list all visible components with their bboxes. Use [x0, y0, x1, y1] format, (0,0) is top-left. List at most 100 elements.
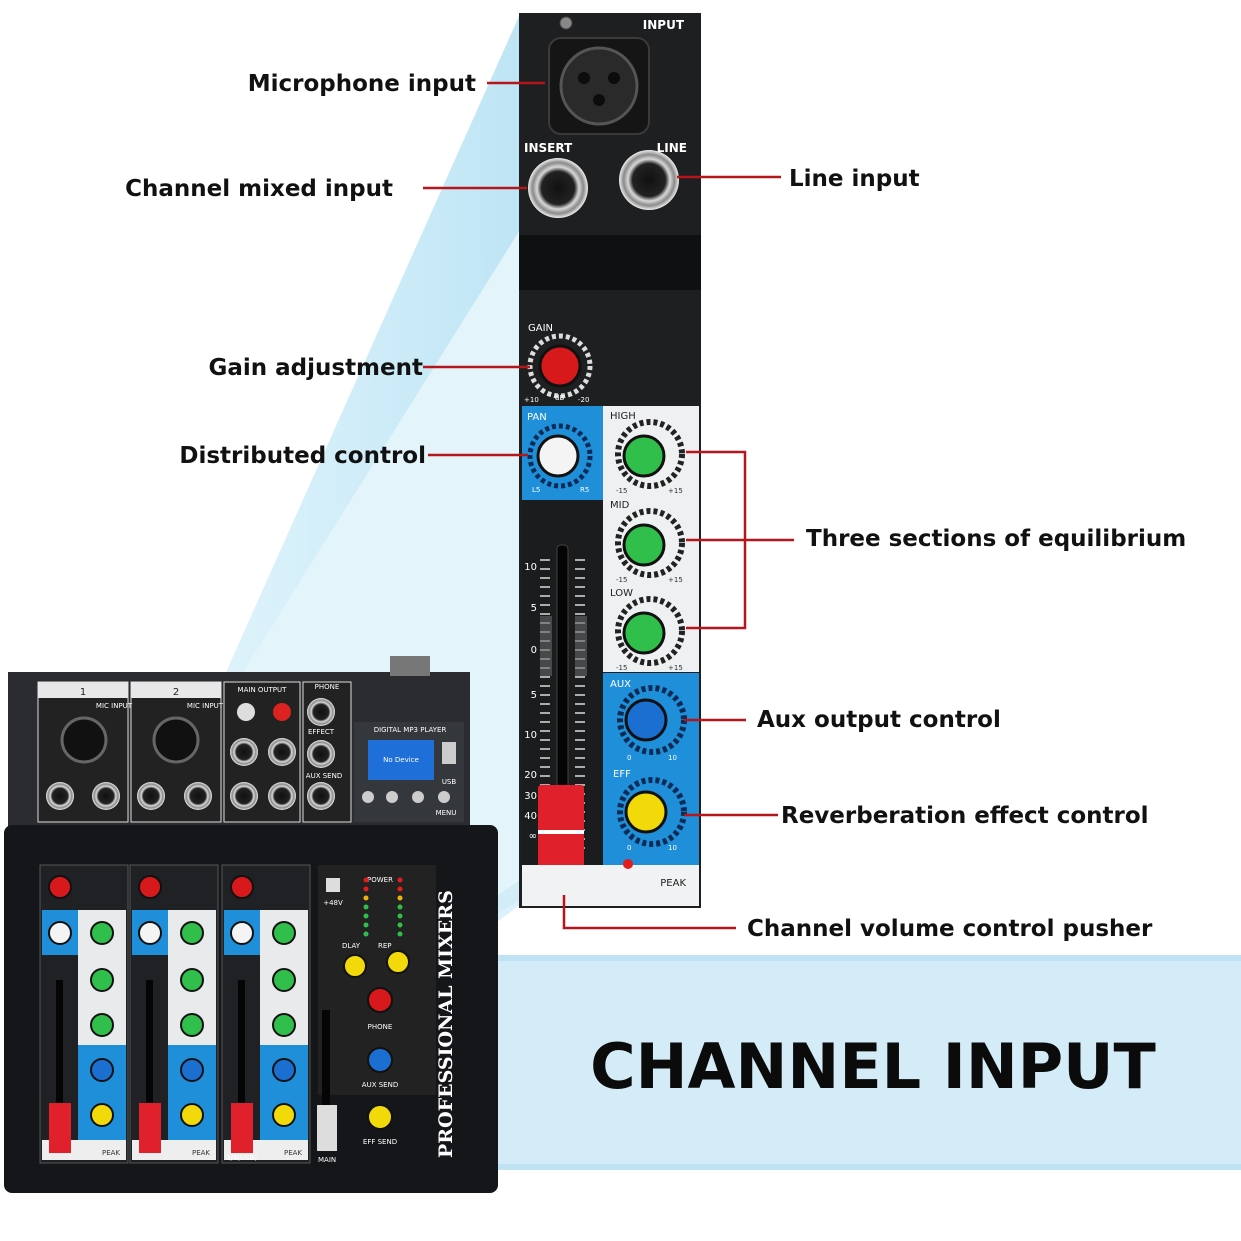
- eff-min: 0: [627, 844, 631, 852]
- mini-eff-knob[interactable]: [180, 1103, 204, 1127]
- mini-fader-cap[interactable]: [231, 1103, 253, 1153]
- callout-microphone-input: Microphone input: [248, 71, 476, 97]
- meter-led: [397, 904, 403, 910]
- eq-low-label: LOW: [610, 588, 633, 599]
- mini-gain-knob[interactable]: [230, 875, 254, 899]
- callout-volume-pusher: Channel volume control pusher: [747, 916, 1153, 942]
- mixer-ch1-mic: MIC INPUT: [96, 702, 133, 710]
- mini-eq-knob[interactable]: [272, 921, 296, 945]
- aux-max: 10: [668, 754, 677, 762]
- fader-scale-label: 20: [524, 770, 537, 781]
- fader-scale-label: 30: [524, 791, 537, 802]
- gain-max-label: -20: [578, 396, 589, 404]
- mixer-meter-leds: [363, 877, 403, 937]
- mini-pan-knob[interactable]: [230, 921, 254, 945]
- mini-eq-knob[interactable]: [180, 968, 204, 992]
- pan-l-label: L5: [532, 486, 540, 494]
- mini-eq-knob[interactable]: [272, 1013, 296, 1037]
- fader-scale-label: 10: [524, 730, 537, 741]
- mini-gain-knob[interactable]: [48, 875, 72, 899]
- mixer-aux-send-knob: AUX SEND: [362, 1081, 398, 1089]
- xlr-microphone-input[interactable]: [548, 37, 650, 135]
- mini-strip: PEAK: [39, 864, 129, 1164]
- peak-section: [522, 865, 699, 906]
- gain-min-label: +10: [524, 396, 539, 404]
- eq-high-label: HIGH: [610, 411, 636, 422]
- leader-lines: [423, 81, 794, 930]
- mixer-phone: PHONE: [315, 683, 340, 691]
- meter-led: [363, 922, 369, 928]
- callout-reverb-effect: Reverberation effect control: [781, 803, 1149, 829]
- strip-line-label: LINE: [657, 141, 687, 155]
- eff-max: 10: [668, 844, 677, 852]
- mini-eq-knob[interactable]: [180, 921, 204, 945]
- leader-fader: [562, 895, 736, 930]
- mini-gain-knob[interactable]: [138, 875, 162, 899]
- meter-led: [397, 877, 403, 883]
- callout-channel-mixed-input: Channel mixed input: [125, 176, 393, 202]
- pan-knob[interactable]: [536, 434, 580, 478]
- mixer-main-output: MAIN OUTPUT: [238, 686, 288, 694]
- fader-scale-label: 40: [524, 811, 537, 822]
- peak-led: [623, 859, 633, 869]
- line-jack[interactable]: [619, 150, 679, 210]
- meter-led: [363, 931, 369, 937]
- mini-peak-label: PEAK: [192, 1149, 210, 1157]
- mixer-main-label: MAIN: [318, 1156, 336, 1164]
- meter-led: [363, 904, 369, 910]
- mixer-usb: USB: [442, 778, 457, 786]
- mini-ch34-label: 3/4(USB): [226, 1154, 257, 1162]
- callout-aux-output: Aux output control: [757, 707, 1001, 733]
- mini-eq-knob[interactable]: [90, 1013, 114, 1037]
- mixer-brand: PROFESSIONAL MIXERS: [435, 890, 457, 1158]
- eq-mid-knob[interactable]: [622, 523, 666, 567]
- mixer-phone-knob: PHONE: [368, 1023, 393, 1031]
- mini-aux-knob[interactable]: [180, 1058, 204, 1082]
- meter-led: [363, 886, 369, 892]
- mixer-ch1-label: 1: [80, 687, 86, 698]
- mini-eff-knob[interactable]: [90, 1103, 114, 1127]
- fader-scale-label: 0: [531, 645, 537, 656]
- mixer-overview: 1 2 MIC INPUT MIC INPUT MAIN OUTPUT PHON…: [4, 656, 498, 1193]
- aux-knob[interactable]: [624, 698, 668, 742]
- eq-low-min: -15: [616, 664, 627, 672]
- page-title: CHANNEL INPUT: [590, 1030, 1156, 1103]
- meter-led: [397, 895, 403, 901]
- mini-eq-knob[interactable]: [272, 968, 296, 992]
- mini-eq-knob[interactable]: [90, 968, 114, 992]
- mini-fader-cap[interactable]: [49, 1103, 71, 1153]
- gain-db-label: dB: [555, 394, 564, 402]
- mini-fader-cap[interactable]: [139, 1103, 161, 1153]
- mini-pan-knob[interactable]: [138, 921, 162, 945]
- mini-eff-knob[interactable]: [272, 1103, 296, 1127]
- mini-eq-knob[interactable]: [180, 1013, 204, 1037]
- insert-jack[interactable]: [528, 158, 588, 218]
- mixer-eff-send-knob: EFF SEND: [363, 1138, 397, 1146]
- peak-label: PEAK: [660, 878, 686, 889]
- mixer-effect: EFFECT: [308, 728, 335, 736]
- mini-aux-knob[interactable]: [272, 1058, 296, 1082]
- meter-led: [397, 913, 403, 919]
- mixer-mp3-title: DIGITAL MP3 PLAYER: [374, 726, 447, 734]
- strip-gain-label: GAIN: [528, 323, 553, 334]
- eff-knob[interactable]: [624, 790, 668, 834]
- eq-mid-min: -15: [616, 576, 627, 584]
- eq-high-knob[interactable]: [622, 434, 666, 478]
- gain-knob[interactable]: [538, 344, 582, 388]
- strip-insert-label: INSERT: [524, 141, 573, 155]
- eq-low-knob[interactable]: [622, 611, 666, 655]
- meter-led: [397, 886, 403, 892]
- mini-pan-knob[interactable]: [48, 921, 72, 945]
- callout-line-input: Line input: [789, 166, 920, 192]
- fader-scale-label: 5: [531, 603, 537, 614]
- mini-eq-knob[interactable]: [90, 921, 114, 945]
- mixer-phantom: +48V: [323, 899, 343, 907]
- pan-r-label: R5: [580, 486, 589, 494]
- mini-aux-knob[interactable]: [90, 1058, 114, 1082]
- channel-strip: INPUT INSERT LINE GAIN +10 dB -20 PAN L5…: [519, 13, 701, 908]
- eq-high-min: -15: [616, 487, 627, 495]
- fader-cap[interactable]: [538, 785, 584, 890]
